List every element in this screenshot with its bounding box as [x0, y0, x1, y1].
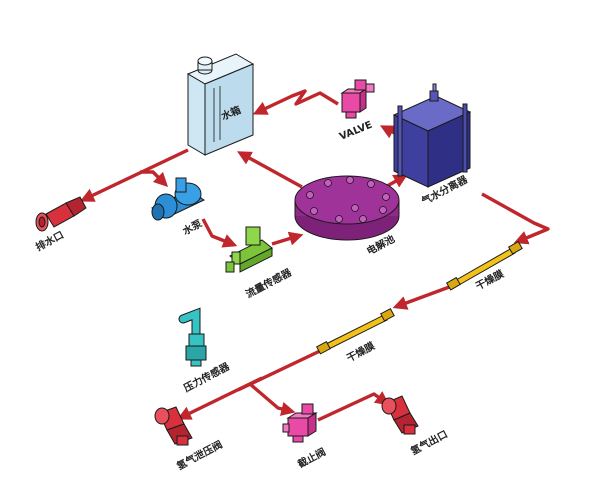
pipe-junction-to-relief — [176, 376, 263, 420]
pipe-dryer-to-dryer — [392, 284, 453, 310]
hydrogen-relief-valve: 氢气泄压阀 — [154, 406, 225, 473]
relief-valve-top: VALVE — [338, 79, 375, 143]
hydrogen-outlet: 氢气出口 — [381, 395, 450, 458]
flow-sensor: 流量传感器 — [225, 226, 294, 301]
pipe-tank-to-drain — [79, 148, 189, 202]
pipe-pump-to-flow — [201, 218, 238, 248]
pipe-network — [79, 89, 550, 422]
pipe-tank-to-pump — [140, 170, 169, 188]
pipe-junction-to-shutoff — [248, 382, 296, 416]
dryer-mid-label: 干燥膜 — [344, 339, 377, 365]
shutoff-valve: 截止阀 — [282, 403, 328, 471]
pipe-electrolyzer-to-tank — [236, 151, 303, 189]
dryer-membrane-right: 干燥膜 — [445, 240, 523, 293]
pressure-sensor-label: 压力传感器 — [181, 359, 232, 394]
pump-label: 水泵 — [179, 216, 205, 238]
pipe-flow-to-electrolyzer — [271, 231, 304, 246]
drain-label: 排水口 — [33, 228, 66, 254]
pipe-shutoff-to-outlet — [317, 391, 390, 422]
pipe-separator-to-dryer — [481, 192, 550, 245]
gas-water-separator: 气水分离器 — [392, 83, 472, 208]
water-pump: 水泵 — [151, 177, 205, 238]
water-tank: 水箱 — [186, 53, 255, 156]
shutoff-valve-label: 截止阀 — [295, 445, 328, 471]
pipe-valve-to-tank — [252, 89, 339, 115]
electrolyzer: 电解池 — [294, 175, 400, 258]
pressure-sensor: 压力传感器 — [178, 307, 232, 395]
valve-label: VALVE — [338, 120, 374, 143]
drain-outlet: 排水口 — [33, 196, 87, 254]
dryer-membrane-mid: 干燥膜 — [316, 307, 395, 365]
flow-sensor-label: 流量传感器 — [243, 265, 294, 300]
